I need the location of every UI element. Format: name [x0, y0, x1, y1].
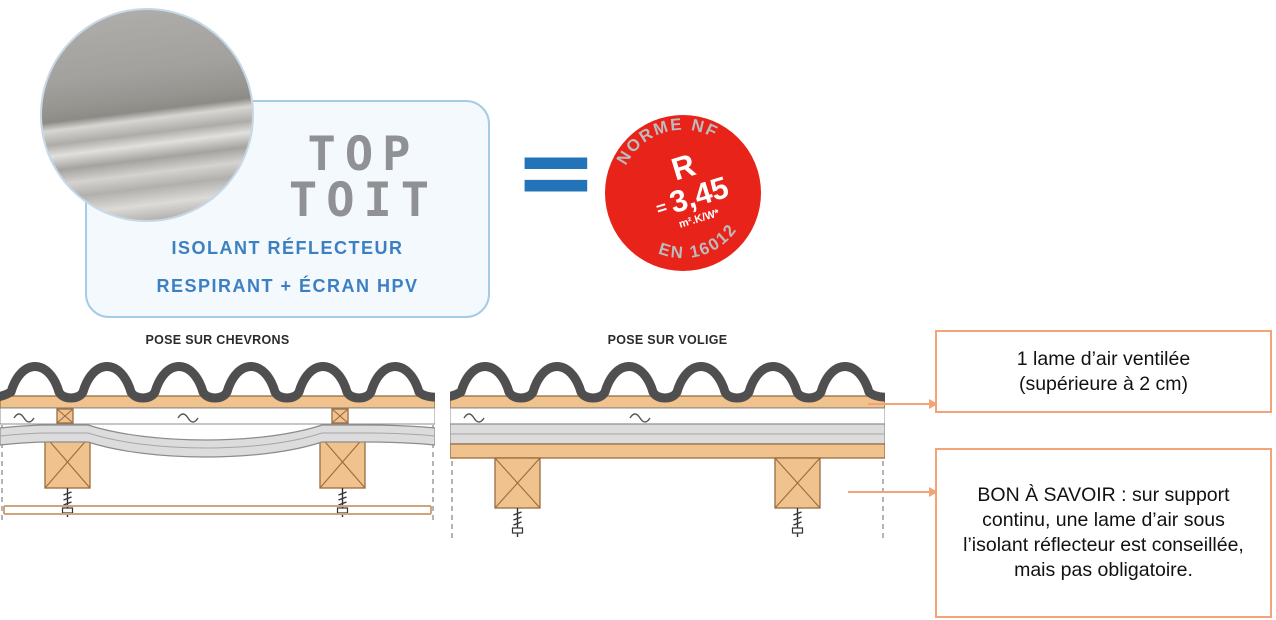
- counter-batten: [331, 408, 349, 424]
- diagram-pose-sur-chevrons: [0, 362, 435, 520]
- note-bon-a-savoir: BON À SAVOIR : sur support continu, une …: [935, 448, 1272, 618]
- note-air-gap-line1: 1 lame d’air ventilée: [1016, 347, 1191, 370]
- insulation-layers-photo: [42, 10, 252, 220]
- thermal-performance-badge: NORME NF EN 16012 R = 3,45 m².K/W*: [604, 114, 762, 272]
- roof-tiles: [0, 362, 435, 403]
- product-logo-box: TOP TOIT ISOLANT RÉFLECTEUR RESPIRANT + …: [85, 100, 490, 318]
- product-title-line2: TOIT: [288, 173, 439, 229]
- insulant-symbol-icon: [13, 413, 35, 423]
- counter-batten: [56, 408, 74, 424]
- insulant-symbol-icon: [177, 413, 199, 423]
- note2-arrow: [848, 487, 938, 497]
- insulant-symbol-icon: [463, 413, 485, 423]
- note1-arrow: [868, 399, 938, 409]
- screw-icon: [791, 508, 804, 537]
- chevron-rafter: [774, 457, 821, 509]
- volige-board: [450, 443, 885, 459]
- screw-icon: [511, 508, 524, 537]
- chevron-rafter: [44, 435, 91, 489]
- note-air-gap-line2: (supérieure à 2 cm): [1018, 372, 1189, 395]
- product-photo-circle: [40, 8, 254, 222]
- insulant-symbol-icon: [629, 413, 651, 423]
- note-bon-a-savoir-text: BON À SAVOIR : sur support continu, une …: [963, 484, 1244, 581]
- diagram-pose-sur-volige: [450, 362, 885, 542]
- product-subtitle-1: ISOLANT RÉFLECTEUR: [171, 238, 404, 258]
- equals-sign: =: [514, 113, 598, 230]
- badge-circle: [604, 114, 762, 272]
- chevron-rafter: [319, 435, 366, 489]
- note-air-gap: 1 lame d’air ventilée (supérieure à 2 cm…: [935, 330, 1272, 413]
- product-title: TOP TOIT: [235, 127, 483, 229]
- screw-icon: [61, 488, 74, 517]
- product-title-line1: TOP: [307, 127, 420, 182]
- diagram-left-title: POSE SUR CHEVRONS: [145, 333, 290, 347]
- screw-icon: [336, 488, 349, 517]
- insulation-contour: [0, 432, 435, 449]
- diagram-right-title: POSE SUR VOLIGE: [607, 333, 728, 347]
- roof-tiles: [450, 362, 885, 403]
- product-subtitle-2: RESPIRANT + ÉCRAN HPV: [156, 276, 419, 296]
- air-gap-layer: [450, 407, 885, 425]
- interior-lining-lines: [3, 505, 432, 515]
- chevron-rafter: [494, 457, 541, 509]
- air-gap-layer: [0, 407, 435, 425]
